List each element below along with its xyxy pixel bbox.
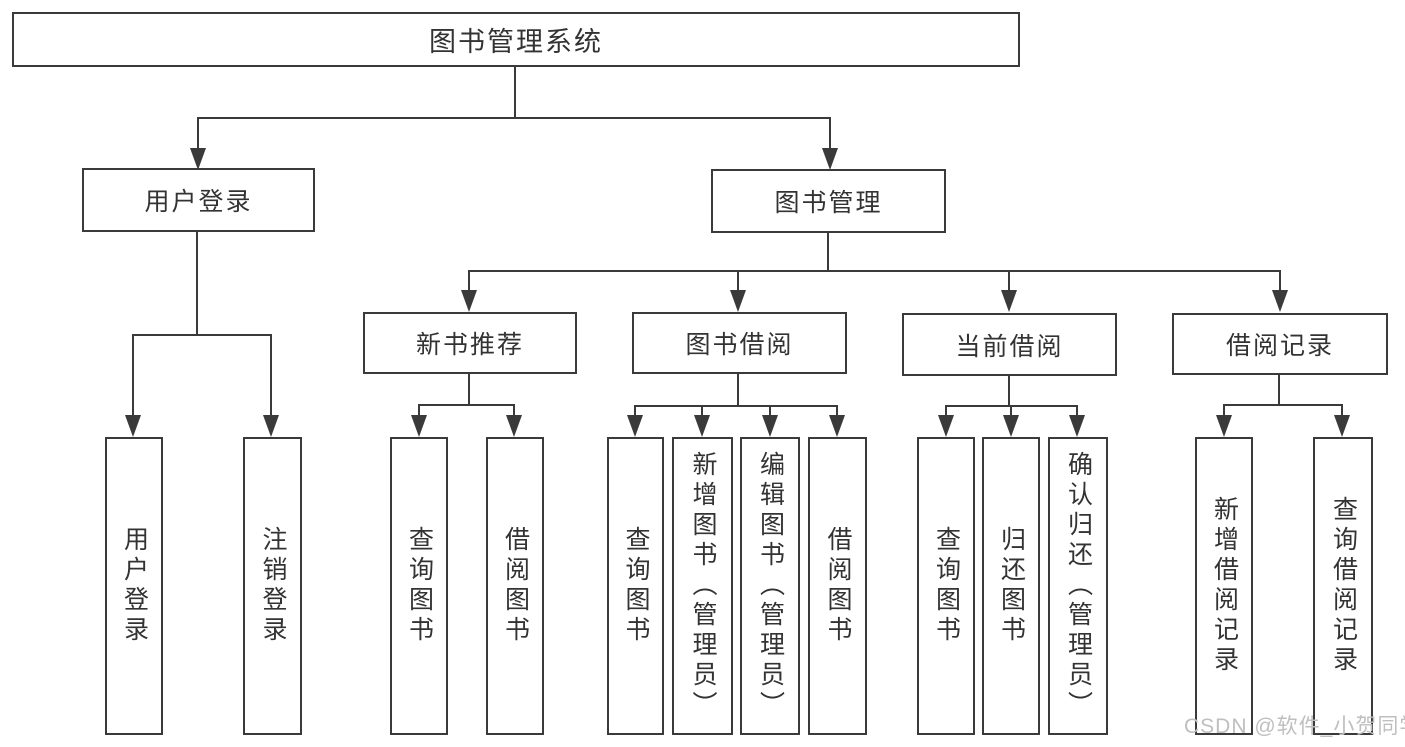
leaf-user-login: 用户登录 bbox=[105, 437, 163, 735]
line bbox=[468, 374, 470, 406]
line bbox=[469, 270, 1281, 272]
arrow-down-icon bbox=[411, 415, 427, 437]
line bbox=[513, 404, 515, 417]
line bbox=[1278, 375, 1280, 406]
arrow-down-icon bbox=[694, 415, 710, 437]
line bbox=[769, 405, 771, 417]
leaf-borrowing-edit-books-admin: 编辑图书（管理员） bbox=[740, 437, 800, 735]
line bbox=[468, 270, 470, 292]
leaf-records-add-record: 新增借阅记录 bbox=[1195, 437, 1253, 735]
line bbox=[1223, 404, 1225, 417]
line bbox=[829, 117, 831, 150]
arrow-down-icon bbox=[829, 415, 845, 437]
line bbox=[418, 404, 420, 417]
line bbox=[1008, 376, 1010, 407]
line bbox=[197, 117, 831, 119]
line bbox=[827, 233, 829, 272]
line bbox=[945, 405, 947, 417]
leaf-borrowing-borrow-books: 借阅图书 bbox=[808, 437, 867, 735]
arrow-down-icon bbox=[263, 415, 279, 437]
arrow-down-icon bbox=[125, 415, 141, 437]
line bbox=[418, 404, 515, 406]
node-borrowing-records: 借阅记录 bbox=[1172, 313, 1388, 375]
arrow-down-icon bbox=[1216, 415, 1232, 437]
line bbox=[197, 117, 199, 150]
arrow-down-icon bbox=[1334, 415, 1350, 437]
line bbox=[514, 67, 516, 118]
leaf-logout: 注销登录 bbox=[243, 437, 302, 735]
arrow-down-icon bbox=[461, 290, 477, 312]
line bbox=[1223, 404, 1343, 406]
leaf-recommend-borrow-books: 借阅图书 bbox=[486, 437, 544, 735]
node-new-book-recommend: 新书推荐 bbox=[363, 312, 577, 374]
arrow-down-icon bbox=[822, 148, 838, 170]
line bbox=[1010, 405, 1012, 417]
line bbox=[634, 405, 838, 407]
arrow-down-icon bbox=[627, 415, 643, 437]
leaf-current-return-books: 归还图书 bbox=[982, 437, 1040, 735]
arrow-down-icon bbox=[506, 415, 522, 437]
line bbox=[196, 230, 198, 336]
leaf-current-query-books: 查询图书 bbox=[917, 437, 975, 735]
arrow-down-icon bbox=[730, 290, 746, 312]
arrow-down-icon bbox=[1003, 415, 1019, 437]
arrow-down-icon bbox=[190, 148, 206, 170]
line bbox=[701, 405, 703, 417]
arrow-down-icon bbox=[1069, 415, 1085, 437]
node-root-library-management-system: 图书管理系统 bbox=[12, 12, 1020, 67]
line bbox=[132, 334, 272, 336]
line bbox=[1279, 270, 1281, 292]
node-user-login: 用户登录 bbox=[82, 168, 315, 232]
arrow-down-icon bbox=[1001, 290, 1017, 312]
arrow-down-icon bbox=[1272, 290, 1288, 312]
line bbox=[737, 374, 739, 407]
line bbox=[1341, 404, 1343, 417]
line bbox=[1076, 405, 1078, 417]
leaf-records-query-record: 查询借阅记录 bbox=[1313, 437, 1373, 735]
leaf-current-confirm-return-admin: 确认归还（管理员） bbox=[1048, 437, 1108, 735]
node-book-management: 图书管理 bbox=[711, 169, 946, 233]
leaf-borrowing-query-books: 查询图书 bbox=[607, 437, 664, 735]
arrow-down-icon bbox=[938, 415, 954, 437]
line bbox=[270, 334, 272, 417]
line bbox=[737, 270, 739, 292]
line bbox=[634, 405, 636, 417]
line bbox=[836, 405, 838, 417]
arrow-down-icon bbox=[762, 415, 778, 437]
line bbox=[1008, 270, 1010, 292]
leaf-recommend-query-books: 查询图书 bbox=[390, 437, 448, 735]
node-book-borrowing: 图书借阅 bbox=[632, 312, 847, 374]
csdn-watermark: CSDN @软件_小贺同学 bbox=[1184, 715, 1405, 738]
line bbox=[132, 334, 134, 417]
node-current-borrowing: 当前借阅 bbox=[902, 313, 1117, 376]
leaf-borrowing-add-books-admin: 新增图书（管理员） bbox=[672, 437, 733, 735]
